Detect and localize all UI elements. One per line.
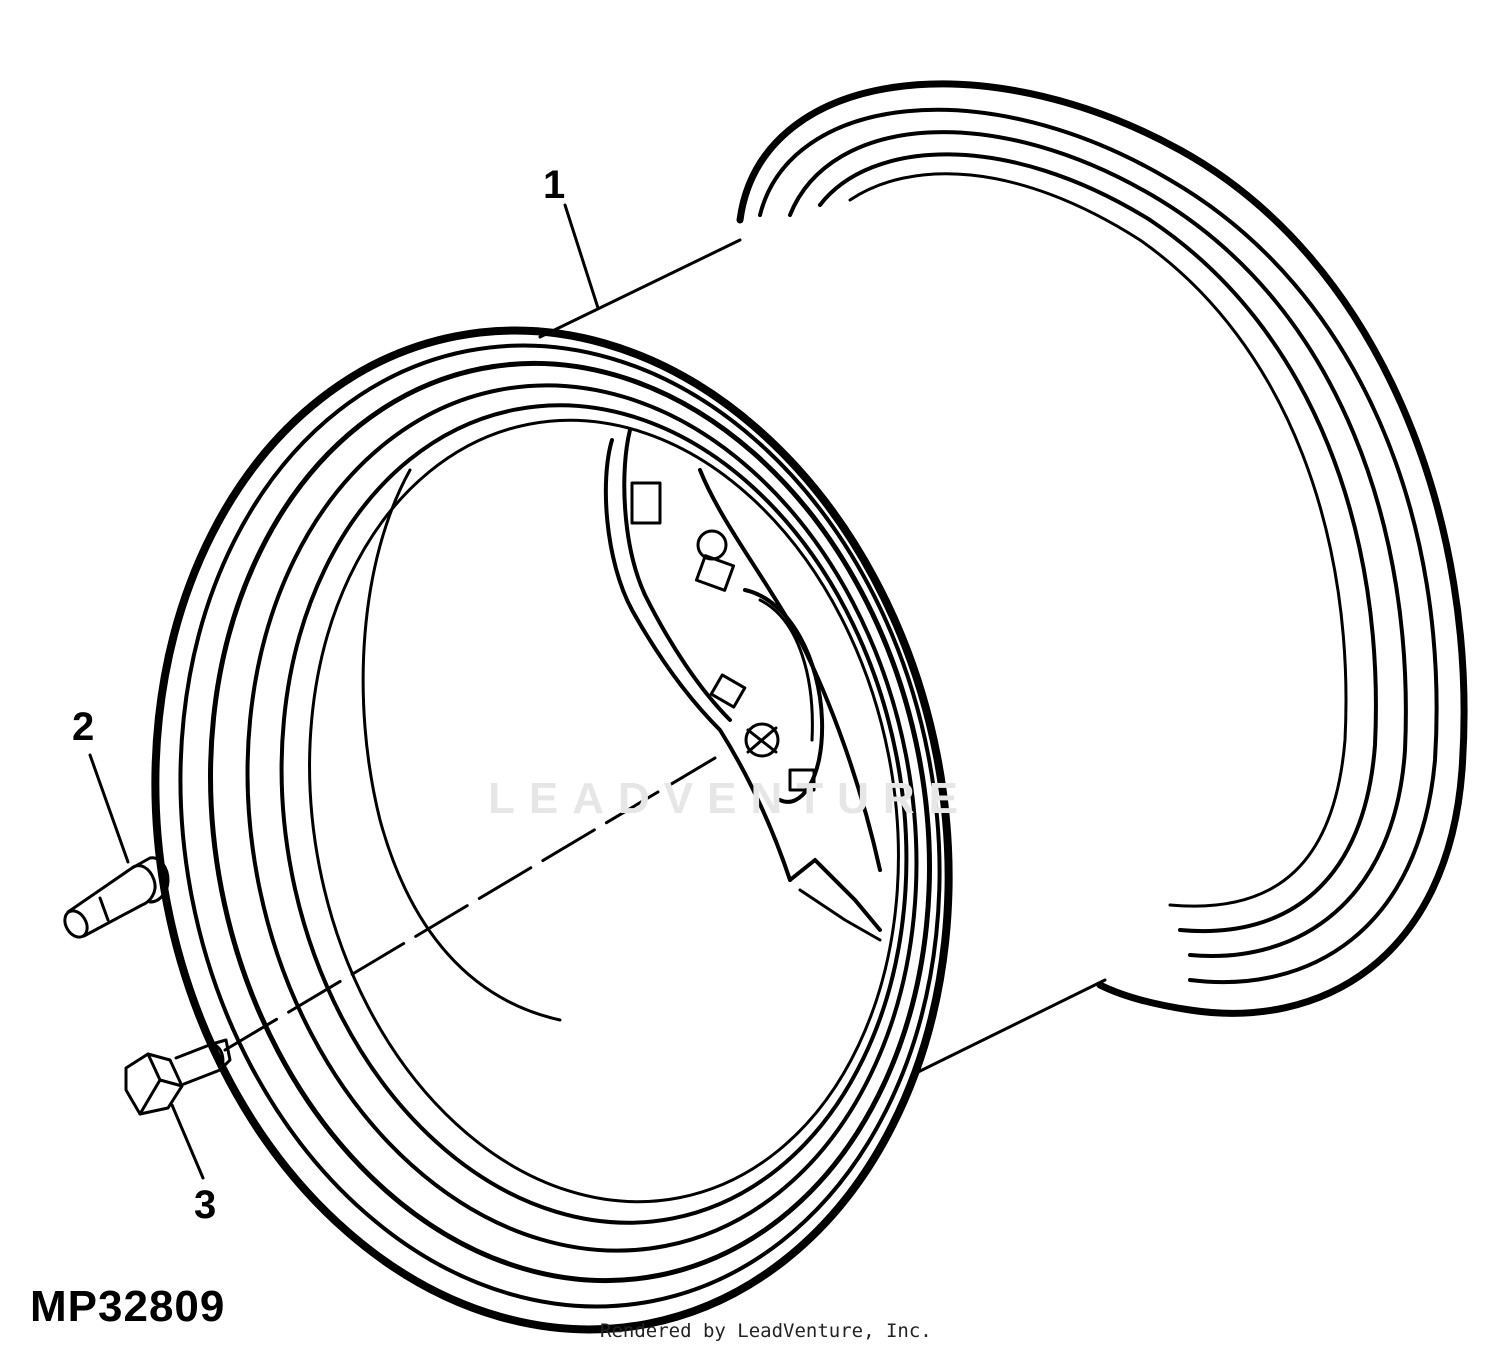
leader-line-3 [170,1103,205,1180]
callout-3: 3 [194,1183,217,1227]
wheel-front-flange [151,326,953,1334]
center-axis-line [223,756,717,1052]
leader-line-1 [563,203,600,310]
bolt [124,1038,232,1116]
wheel-center-disc [603,428,882,942]
callout-1: 1 [543,163,566,207]
valve-stem [63,856,170,939]
wheel-barrel [538,238,1107,1077]
leader-line-2 [88,753,130,864]
callout-2: 2 [72,705,95,749]
render-credit: Rendered by LeadVenture, Inc. [600,1320,932,1342]
wheel-back-flange [736,80,1468,1017]
watermark: LEADVENTURE [488,774,973,823]
figure-id-label: MP32809 [30,1282,226,1331]
